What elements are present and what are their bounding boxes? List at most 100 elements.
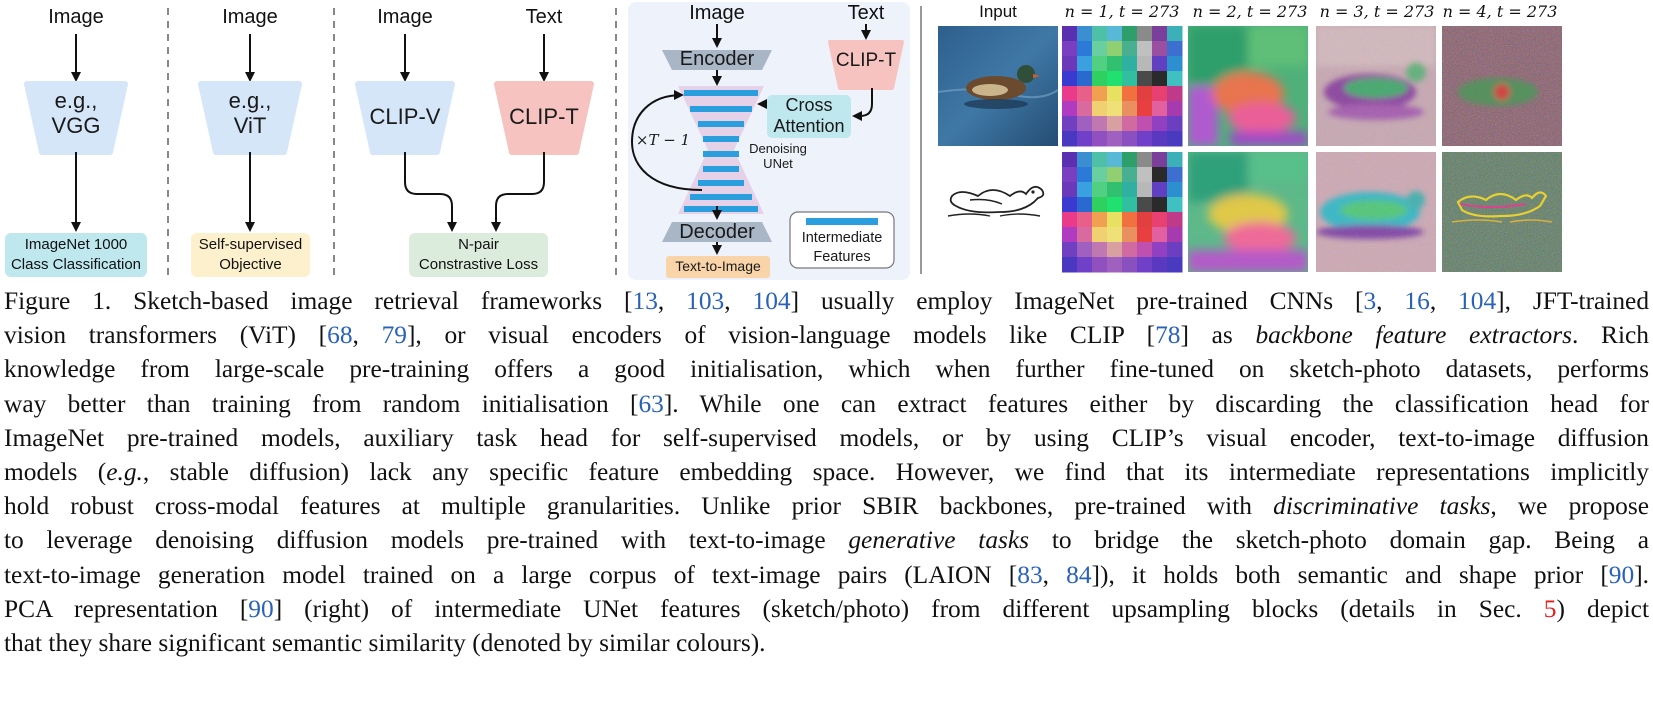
ssl-box [191,233,310,277]
p3-text-label: Text [525,6,563,28]
clipt-trapezoid-p3 [494,81,594,155]
citation-link[interactable]: 78 [1155,321,1181,350]
caption-line: ImageNet pre-trained models, auxiliary t… [4,421,1649,455]
legend-line1: Intermediate [801,230,883,246]
caption-text: to bridge the sketch-photo domain gap. B… [1029,526,1649,555]
caption-line: to leverage denoising diffusion models p… [4,523,1649,557]
sketch-input-image [938,152,1058,272]
pca-header-n4: n = 4, t = 273 [1442,2,1558,21]
npair-box [409,233,548,277]
citation-link[interactable]: 68 [327,321,353,350]
citation-link[interactable]: 16 [1404,287,1430,315]
text-to-image-box [666,256,770,278]
caption-line: hold robust cross-modal features at mult… [4,489,1649,523]
pca-header-n2: n = 2, t = 273 [1192,2,1308,21]
p2-backbone-name: ViT [233,113,267,139]
citation-link[interactable]: 90 [1608,560,1635,589]
imagenet-box [5,233,147,277]
caption-text: discriminative tasks [1273,492,1491,521]
pca-grid [937,26,1562,273]
citation-link[interactable]: 104 [1458,287,1497,315]
pca-sketch-n1 [1062,152,1183,273]
caption-line: models (e.g., stable diffusion) lack any… [4,455,1649,489]
citation-link[interactable]: 90 [248,594,274,623]
p3-output-label: N-pair Constrastive Loss [409,233,548,277]
caption-line: way better than training from random ini… [4,387,1649,421]
caption-line: knowledge from large-scale pre-training … [4,352,1649,386]
unet-label: Denoising UNet [749,141,807,172]
p2-output-line1: Self-supervised [198,235,303,253]
p4-image-label: Image [689,2,745,24]
vit-trapezoid [198,81,302,155]
caption-text: vision transformers (ViT) [ [4,321,328,350]
pca-divider [920,6,922,274]
p3-image-label: Image [377,6,433,28]
citation-link[interactable]: 83 [1017,560,1043,589]
clipt-label-p3: CLIP-T [509,104,579,129]
section-reference-link[interactable]: 5 [1543,594,1557,623]
clipv-trapezoid [355,81,455,155]
pca-sketch-n4 [1442,152,1562,272]
cross-attention-line2: Attention [773,115,845,136]
citation-link[interactable]: 103 [686,287,725,315]
caption-text: , [1429,287,1459,315]
legend-label: Intermediate Features [802,229,883,267]
cross-attention-box [767,95,851,138]
citation-link[interactable]: 79 [381,321,407,350]
vgg-trapezoid [24,81,128,155]
caption-text: to leverage denoising diffusion models p… [4,526,849,555]
unet-label-line1: Denoising [749,141,807,156]
backbone-diagram [5,2,910,280]
citation-link[interactable]: 13 [632,287,658,315]
legend-box [789,211,895,269]
decoder-label: Decoder [679,221,755,243]
caption-line: PCA representation [90] (right) of inter… [4,592,1649,626]
caption-text: ]. [1634,560,1649,589]
p2-output-line2: Objective [219,256,282,273]
p4-text-label: Text [847,2,885,24]
pca-sketch-n2 [1188,152,1308,272]
p1-backbone-label: e.g., VGG [52,88,101,139]
p3-output-line2: Constrastive Loss [418,256,539,273]
encoder-block [662,50,772,70]
caption-text: that they share significant semantic sim… [4,629,766,658]
caption-text: ]), it holds both semantic and shape pri… [1091,560,1609,589]
cross-attention-line1: Cross [785,95,833,115]
caption-text: , [352,321,382,350]
p2-backbone-label: e.g., ViT [229,88,272,139]
unet-feature-bars [684,90,758,212]
citation-link[interactable]: 104 [752,287,791,315]
caption-text: ], JFT-trained [1496,287,1650,315]
pca-photo-n1 [1062,26,1183,147]
caption-line: that they share significant semantic sim… [4,626,1649,660]
caption-line: Figure 1. Sketch-based image retrieval f… [4,284,1649,318]
caption-line: vision transformers (ViT) [68, 79], or v… [4,318,1649,352]
p1-backbone-eg: e.g., [54,88,98,113]
p1-output-line1: ImageNet 1000 [24,235,128,253]
p1-backbone-name: VGG [51,113,101,139]
caption-text: knowledge from large-scale pre-training … [4,355,1649,384]
caption-text: way better than training from random ini… [4,389,639,418]
figure-caption: Figure 1. Sketch-based image retrieval f… [4,284,1649,660]
caption-text: , stable diffusion) lack any specific fe… [142,458,1649,487]
encoder-label: Encoder [679,48,755,70]
legend-feature-bar [806,218,878,225]
pca-photo-n3 [1316,26,1436,146]
citation-link[interactable]: 3 [1363,287,1377,315]
decoder-block [662,222,772,242]
citation-link[interactable]: 84 [1066,560,1092,589]
caption-text: text-to-image generation model trained o… [4,560,1018,589]
p2-output-label: Self-supervised Objective [191,233,310,277]
p1-output-label: ImageNet 1000 Class Classification [5,233,147,277]
caption-text: generative tasks [848,526,1030,555]
photo-input-image [937,26,1059,146]
clipt-label-p4: CLIP-T [835,50,897,71]
caption-text: backbone feature extractors [1255,321,1573,350]
p2-backbone-eg: e.g., [228,88,272,113]
caption-text: , [1042,560,1067,589]
caption-text: , [1376,287,1405,315]
caption-text: ] usually employ ImageNet pre-trained CN… [790,287,1364,315]
caption-text: hold robust cross-modal features at mult… [4,492,1274,521]
citation-link[interactable]: 63 [638,389,664,418]
p3-output-line1: N-pair [458,235,499,253]
